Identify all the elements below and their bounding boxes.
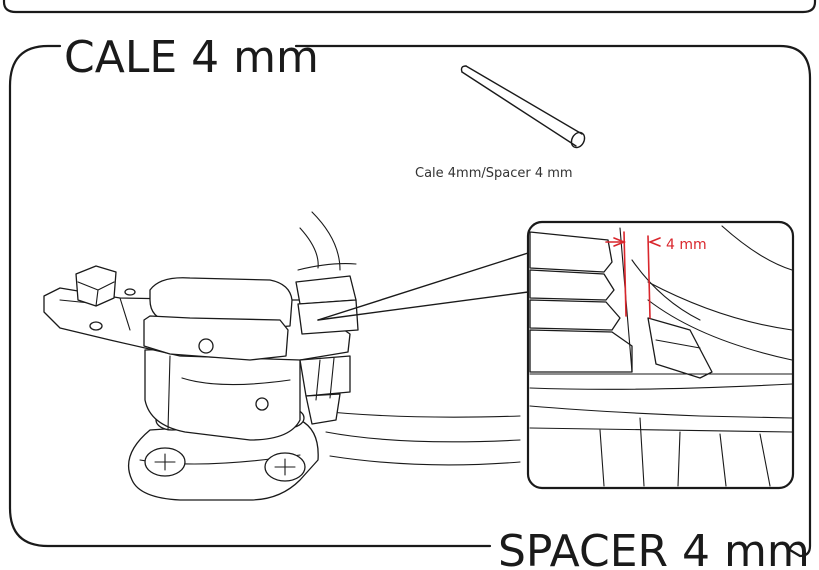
previous-panel-border: [2, 0, 817, 14]
binding-assembly: [43, 263, 359, 501]
detail-view: 4 mm: [526, 220, 795, 490]
title-cale: CALE 4 mm: [64, 32, 319, 83]
screw-icon: [144, 447, 186, 477]
leader-line: [317, 252, 529, 321]
dimension-marker: [605, 231, 661, 319]
dimension-label: 4 mm: [666, 237, 707, 253]
screw-icon: [264, 452, 306, 482]
spacer-rod: [460, 65, 586, 149]
panel-frame: [8, 44, 812, 558]
title-spacer: SPACER 4 mm: [498, 526, 810, 570]
leader-line: [317, 291, 529, 321]
part-label: Cale 4mm/Spacer 4 mm: [415, 166, 573, 181]
